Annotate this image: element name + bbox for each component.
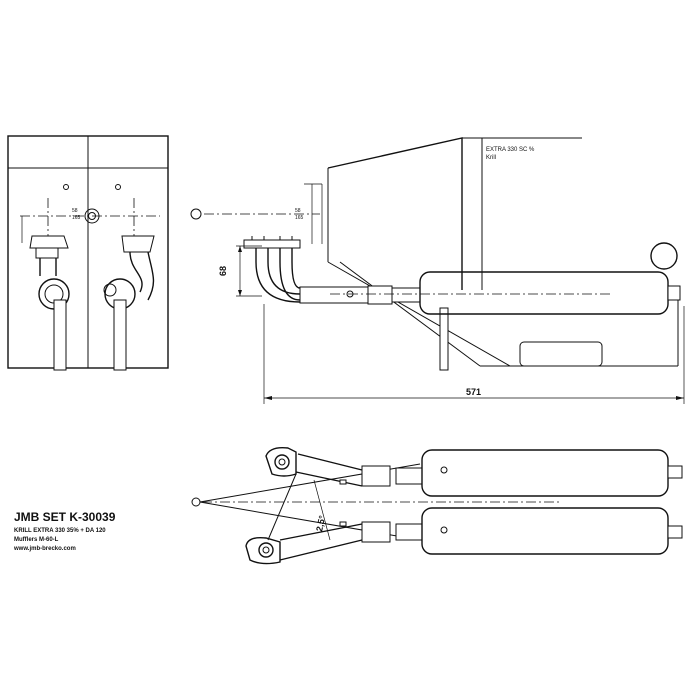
upper-flange-plate xyxy=(265,446,297,477)
side-muffler-outlet xyxy=(667,285,681,301)
gear-strut xyxy=(439,307,449,371)
tail-wheel xyxy=(650,242,678,270)
side-view: EXTRA 330 SC % Krill 58 165 xyxy=(190,137,685,404)
fuselage-cowl-outline xyxy=(327,137,463,290)
upper-muffler-body xyxy=(421,449,669,497)
top-brace-line xyxy=(267,473,297,541)
right-header-pipe xyxy=(129,251,155,301)
side-mark-bottom: 165 xyxy=(295,215,304,221)
mount-hole-left xyxy=(63,184,69,190)
right-exhaust-flange xyxy=(121,235,155,253)
title-block: JMB SET K-30039 KRILL EXTRA 330 35% + DA… xyxy=(14,510,174,554)
side-mark-top: 58 xyxy=(295,208,301,214)
side-header-pipe xyxy=(299,286,369,304)
right-pipe-bend-inner xyxy=(103,283,117,297)
left-muffler-front xyxy=(53,299,67,371)
angle-dim-line xyxy=(313,479,331,541)
upper-muffler-outlet xyxy=(667,465,683,479)
fuselage-label-line1: EXTRA 330 SC % xyxy=(486,147,535,153)
lower-port-outer xyxy=(258,542,274,558)
muffler-mount-bracket xyxy=(519,341,603,367)
mount-hole-right xyxy=(115,184,121,190)
lower-port-inner xyxy=(262,546,270,554)
upper-header-arm xyxy=(295,453,363,487)
website-text: www.jmb-brecko.com xyxy=(14,546,76,552)
fuselage-bottom-line xyxy=(327,261,511,367)
side-muffler-inlet xyxy=(391,287,421,303)
left-header-neck xyxy=(35,247,59,259)
header-bend-inner-1 xyxy=(267,248,301,295)
left-mark-top: 58 xyxy=(72,208,78,214)
header-bend-outer-1 xyxy=(255,248,301,303)
lower-muffler-inlet xyxy=(395,523,423,541)
upper-tab xyxy=(339,479,347,485)
upper-coupler xyxy=(361,465,391,487)
dim-571-text: 571 xyxy=(466,387,481,397)
lower-coupler xyxy=(361,521,391,543)
side-coupler xyxy=(367,285,393,305)
left-exhaust-flange xyxy=(29,235,69,249)
muffler-line: Mufflers M-60-L xyxy=(14,537,59,543)
left-header-pipe xyxy=(39,258,57,276)
side-muffler-body xyxy=(419,271,669,315)
dim-68-arrow-top xyxy=(238,246,242,252)
header-bend-inner-2 xyxy=(291,248,301,289)
top-spinner-tip xyxy=(191,497,201,507)
dim-571-arrow-left xyxy=(264,396,272,400)
right-muffler-front xyxy=(113,299,127,371)
dim-571-arrow-right xyxy=(676,396,684,400)
dim-68-arrow-bottom xyxy=(238,290,242,296)
side-exhaust-flange xyxy=(243,239,301,249)
upper-muffler-port xyxy=(440,466,448,474)
front-view: 58 165 xyxy=(7,135,169,371)
lower-muffler-body xyxy=(421,507,669,555)
angle-dim-text: 2,5° xyxy=(314,514,327,532)
lower-muffler-port xyxy=(440,526,448,534)
fuselage-label-line2: Krill xyxy=(486,155,496,161)
left-mark-bottom: 165 xyxy=(72,215,81,221)
set-name: JMB SET K-30039 xyxy=(14,510,116,524)
fuselage-bottom-inner xyxy=(339,261,481,367)
lower-muffler-outlet xyxy=(667,525,683,539)
lower-flange-plate xyxy=(245,536,281,565)
lower-tab xyxy=(339,521,347,527)
dim-68-text: 68 xyxy=(218,266,228,276)
header-bend-outer-2 xyxy=(279,248,301,301)
engine-line: KRILL EXTRA 330 35% + DA 120 xyxy=(14,528,106,534)
spinner-tip xyxy=(190,208,202,220)
upper-port-outer xyxy=(274,454,290,470)
upper-muffler-inlet xyxy=(395,467,423,485)
top-view: 2,5° xyxy=(191,446,683,565)
upper-port-inner xyxy=(278,458,286,466)
lower-header-arm xyxy=(279,523,363,561)
